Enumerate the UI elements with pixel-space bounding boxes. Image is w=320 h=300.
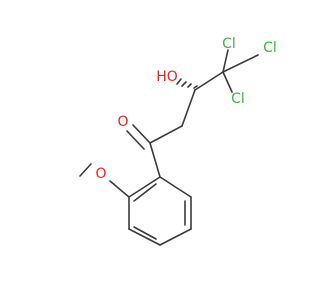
carbonyl-double-bond-a <box>132 124 151 144</box>
ring-bond-6 <box>128 176 161 198</box>
bond-network <box>79 49 259 246</box>
c4-cl2-bond <box>222 54 259 73</box>
c3-c4-bond <box>194 71 224 91</box>
c2-c3-bond <box>181 89 196 127</box>
ring-bond-3 <box>159 228 192 246</box>
ring-inner-bond-3 <box>133 183 157 202</box>
atom-labels: HO O O Cl Cl Cl <box>95 36 276 182</box>
hash-line-3 <box>181 81 187 87</box>
c4-cl3-bond <box>222 71 233 93</box>
ring-methoxy-o-bond <box>109 180 130 198</box>
methoxy-oxygen-label: O <box>95 166 106 182</box>
c1-ring-bond <box>149 142 161 178</box>
ring-bond-1 <box>159 176 192 198</box>
methoxy-o-methyl-bond <box>79 163 92 177</box>
hash-line-2 <box>187 83 192 88</box>
carbonyl-oxygen-label: O <box>117 114 128 130</box>
c4-cl1-bond <box>222 49 229 73</box>
hydroxyl-label: HO <box>156 69 178 85</box>
ring-inner-bond-2 <box>133 226 157 240</box>
ring-bond-4 <box>128 228 161 246</box>
chemical-structure-diagram: HO O O Cl Cl Cl <box>79 36 277 246</box>
chlorine-label-1: Cl <box>222 36 236 52</box>
carbonyl-double-bond-b <box>126 130 145 150</box>
c1-c2-bond <box>149 125 183 144</box>
stereo-hash-bond <box>176 78 198 89</box>
hash-line-4 <box>176 78 182 85</box>
chlorine-label-2: Cl <box>263 40 277 56</box>
hash-line-1 <box>193 85 198 89</box>
chlorine-label-3: Cl <box>231 91 245 107</box>
